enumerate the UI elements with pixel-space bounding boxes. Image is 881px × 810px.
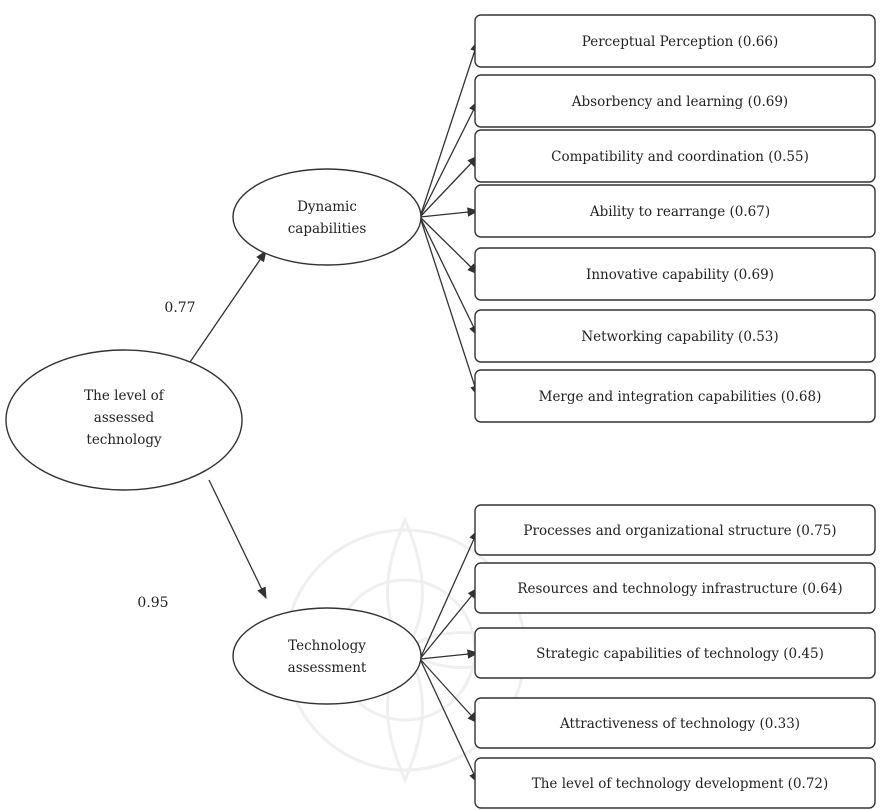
indicator-label-dynamic: Networking capability (0.53) — [581, 329, 778, 345]
indicator-label-dynamic: Absorbency and learning (0.69) — [571, 94, 788, 110]
indicator-label-assessment: Attractiveness of technology (0.33) — [559, 716, 800, 732]
root-construct-label: assessed — [94, 410, 155, 426]
indicator-arrow-assessment — [419, 649, 480, 660]
path-coefficient-dynamic: 0.77 — [164, 300, 195, 316]
indicator-box-assessment — [474, 757, 876, 809]
indicator-arrow-assessment — [419, 587, 479, 660]
indicator-label-assessment: The level of technology development (0.7… — [532, 776, 829, 792]
indicator-box-dynamic — [474, 309, 876, 363]
factor-label-dynamic: Dynamic — [297, 199, 357, 215]
indicator-label-dynamic: Ability to rearrange (0.67) — [589, 204, 770, 220]
indicator-label-dynamic: Innovative capability (0.69) — [586, 267, 774, 283]
indicator-arrow-dynamic — [419, 155, 479, 218]
indicator-label-assessment: Strategic capabilities of technology (0.… — [536, 646, 824, 662]
indicator-label-dynamic: Compatibility and coordination (0.55) — [551, 149, 809, 165]
indicator-arrow-assessment — [419, 658, 479, 724]
indicator-label-assessment: Resources and technology infrastructure … — [517, 581, 842, 597]
indicator-arrow-dynamic — [419, 216, 479, 338]
indicator-box-assessment — [474, 627, 876, 679]
factor-ellipse-dynamic — [232, 168, 422, 266]
indicator-label-assessment: Processes and organizational structure (… — [523, 523, 836, 539]
indicator-box-assessment — [474, 504, 876, 556]
indicator-arrow-dynamic — [419, 39, 480, 218]
indicator-box-assessment — [474, 697, 876, 749]
path-arrow-dynamic — [187, 250, 267, 366]
indicator-arrow-assessment — [419, 658, 479, 785]
path-coefficient-assessment: 0.95 — [137, 595, 168, 611]
indicator-box-dynamic — [474, 14, 876, 68]
indicator-label-dynamic: Merge and integration capabilities (0.68… — [539, 389, 822, 405]
factor-label-dynamic: capabilities — [288, 221, 367, 237]
factor-label-assessment: assessment — [288, 660, 367, 676]
factor-label-assessment: Technology — [288, 638, 366, 654]
indicator-box-dynamic — [474, 129, 876, 183]
indicator-arrow-assessment — [419, 528, 479, 660]
indicator-box-assessment — [474, 562, 876, 614]
indicator-box-dynamic — [474, 184, 876, 238]
indicator-label-dynamic: Perceptual Perception (0.66) — [582, 34, 778, 50]
factor-ellipse-assessment — [232, 607, 422, 705]
edges-layer — [187, 39, 480, 785]
indicator-box-dynamic — [474, 369, 876, 423]
root-construct-ellipse — [5, 349, 243, 491]
indicator-box-dynamic — [474, 247, 876, 301]
indicator-box-dynamic — [474, 74, 876, 128]
indicator-arrow-dynamic — [419, 207, 480, 218]
root-construct-label: The level of — [84, 388, 165, 404]
indicator-arrow-dynamic — [419, 99, 479, 218]
nodes-layer: The level of assessed technology 0.77 Dynami… — [5, 14, 876, 809]
indicator-arrow-dynamic — [419, 216, 479, 275]
indicator-arrow-dynamic — [419, 216, 480, 398]
path-arrow-assessment — [208, 479, 267, 600]
root-construct-label: technology — [86, 432, 162, 448]
